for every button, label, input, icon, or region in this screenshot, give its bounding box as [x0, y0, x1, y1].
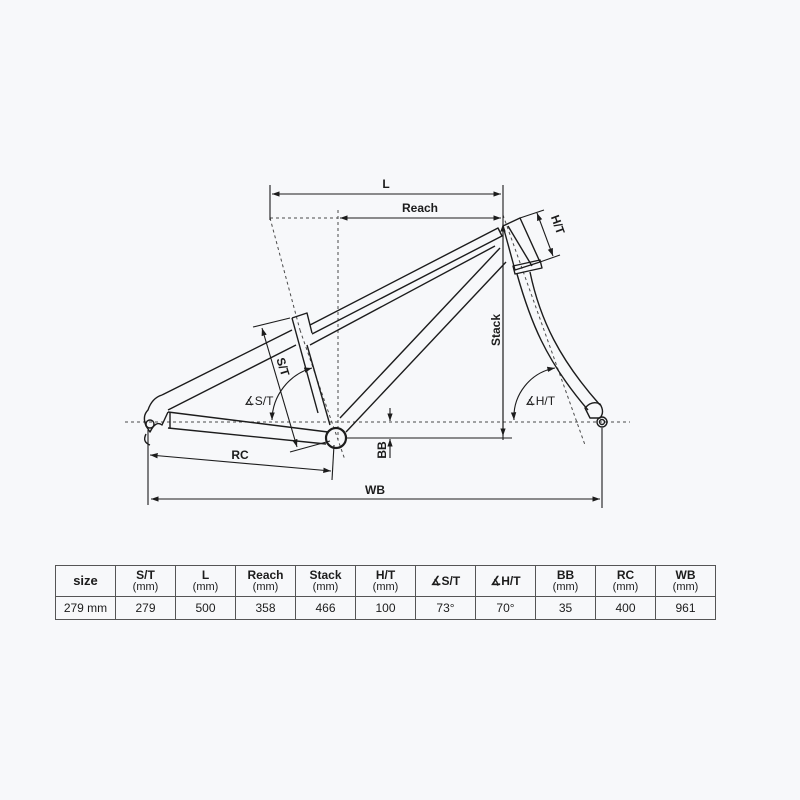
- col-header-bb: BB(mm): [535, 565, 596, 597]
- svg-text:∡S/T: ∡S/T: [244, 394, 274, 408]
- cell-l: 500: [175, 596, 236, 620]
- cell-ht-angle: 70°: [475, 596, 536, 620]
- col-header-wb: WB(mm): [655, 565, 716, 597]
- cell-bb: 35: [535, 596, 596, 620]
- dim-stack: Stack: [345, 224, 512, 439]
- table-row: 279 mm 279 500 358 466 100 73° 70° 35 40…: [55, 596, 716, 620]
- col-header-size: size: [55, 565, 116, 597]
- cell-st-angle: 73°: [415, 596, 476, 620]
- col-header-l: L(mm): [175, 565, 236, 597]
- dim-wb: WB: [151, 428, 603, 508]
- svg-text:RC: RC: [231, 448, 249, 462]
- col-header-st-angle: ∡S/T: [415, 565, 476, 597]
- col-header-stack: Stack(mm): [295, 565, 356, 597]
- angle-ht: ∡H/T: [510, 366, 556, 421]
- svg-text:L: L: [382, 177, 389, 191]
- dim-reach: Reach: [340, 201, 501, 221]
- angle-st: ∡S/T: [244, 367, 313, 421]
- col-header-ht-angle: ∡H/T: [475, 565, 536, 597]
- svg-text:∡H/T: ∡H/T: [525, 394, 556, 408]
- col-header-ht: H/T(mm): [355, 565, 416, 597]
- svg-text:H/T: H/T: [548, 213, 568, 237]
- svg-text:BB: BB: [375, 441, 389, 459]
- dim-L: L: [269, 177, 504, 440]
- cell-reach: 358: [235, 596, 296, 620]
- table-header-row: size S/T(mm) L(mm) Reach(mm) Stack(mm) H…: [55, 565, 716, 597]
- svg-text:Reach: Reach: [402, 201, 438, 215]
- svg-text:WB: WB: [365, 483, 385, 497]
- cell-rc: 400: [595, 596, 656, 620]
- cell-size: 279 mm: [55, 596, 116, 620]
- col-header-reach: Reach(mm): [235, 565, 296, 597]
- reference-lines: [125, 210, 630, 461]
- cell-ht: 100: [355, 596, 416, 620]
- geometry-table: size S/T(mm) L(mm) Reach(mm) Stack(mm) H…: [55, 565, 716, 620]
- svg-text:Stack: Stack: [489, 314, 503, 346]
- cell-st: 279: [115, 596, 176, 620]
- col-header-rc: RC(mm): [595, 565, 656, 597]
- dim-rc: RC: [147, 430, 335, 505]
- dim-bb: BB: [375, 408, 393, 459]
- bike-frame: [143, 217, 608, 450]
- dim-ht: H/T: [519, 209, 568, 263]
- cell-stack: 466: [295, 596, 356, 620]
- cell-wb: 961: [655, 596, 716, 620]
- col-header-st: S/T(mm): [115, 565, 176, 597]
